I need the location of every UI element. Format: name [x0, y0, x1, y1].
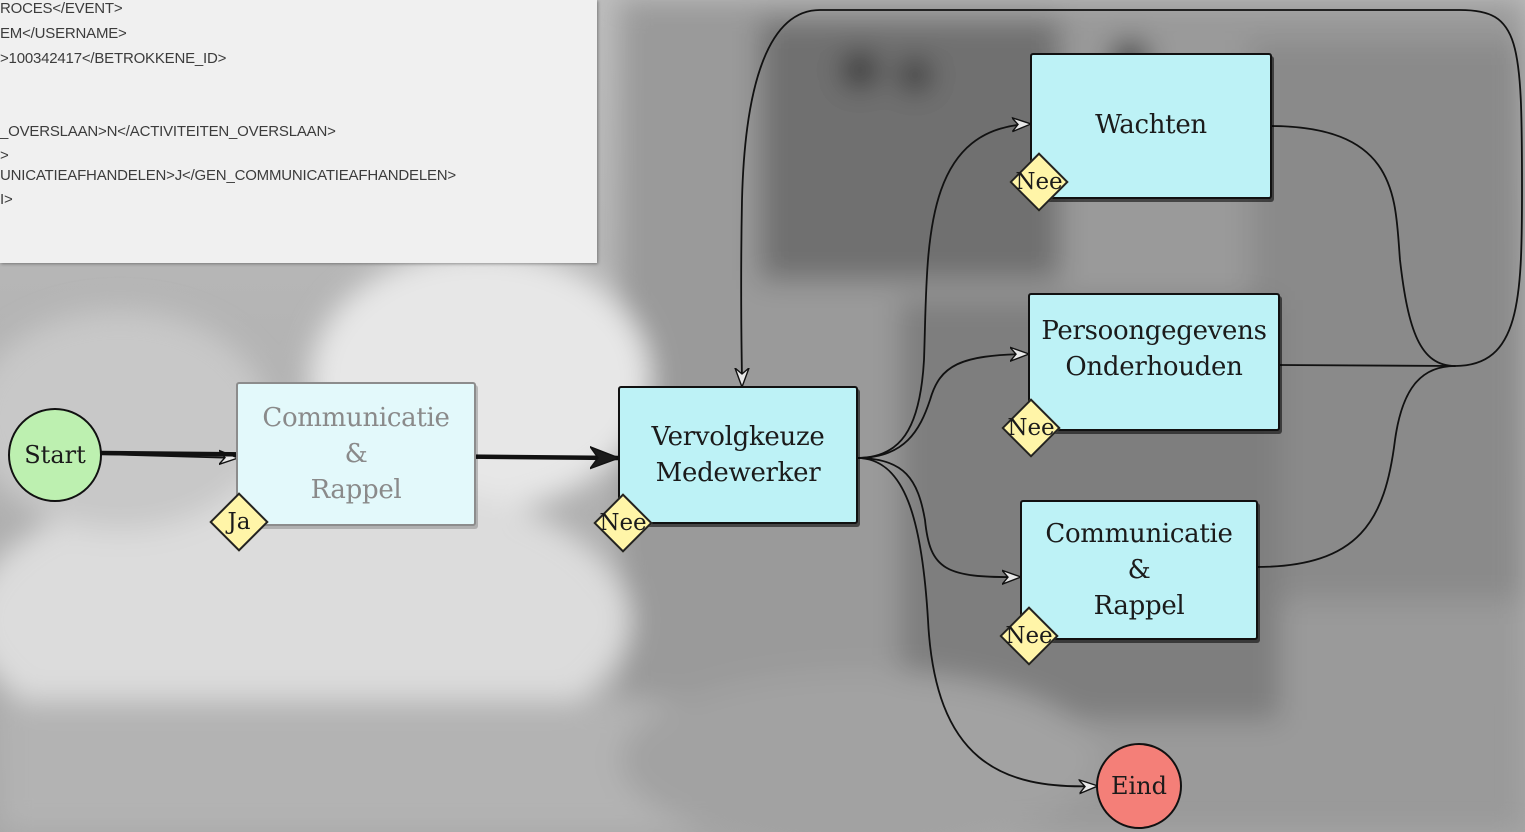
task-label-line: Communicatie — [262, 403, 450, 433]
condition-label: Ja — [227, 509, 251, 535]
condition-label: Nee — [599, 510, 647, 536]
xml-line: _OVERSLAAN>N</ACTIVITEITEN_OVERSLAAN> — [0, 123, 336, 140]
end-node[interactable]: Eind — [1096, 743, 1182, 829]
condition-nee-persoon[interactable]: Nee — [1000, 397, 1062, 459]
task-label-line: & — [1127, 555, 1151, 585]
start-node[interactable]: Start — [8, 408, 102, 502]
task-label-line: Persoongegevens — [1041, 316, 1267, 346]
condition-nee-vervolgkeuze[interactable]: Nee — [592, 492, 654, 554]
xml-line: ROCES</EVENT> — [0, 0, 123, 17]
task-label-line: Rappel — [1093, 591, 1185, 621]
condition-label: Nee — [1005, 623, 1053, 649]
task-communicatie-rappel-faded[interactable]: Communicatie & Rappel — [236, 382, 476, 526]
task-communicatie-rappel[interactable]: Communicatie & Rappel — [1020, 500, 1258, 640]
task-vervolgkeuze-medewerker[interactable]: Vervolgkeuze Medewerker — [618, 386, 858, 524]
edge-to-wachten — [856, 124, 1030, 459]
xml-line: > — [0, 147, 9, 164]
edge-comm-merge — [1255, 365, 1456, 568]
edge-persoon-merge — [1279, 364, 1456, 367]
task-wachten[interactable]: Wachten — [1030, 53, 1272, 199]
condition-label: Nee — [1007, 415, 1055, 441]
edge-to-persoon — [856, 354, 1028, 459]
xml-line: I> — [0, 191, 13, 208]
xml-line: >100342417</BETROKKENE_ID> — [0, 50, 227, 67]
xml-line: EM</USERNAME> — [0, 25, 127, 42]
task-label-line: Medewerker — [655, 458, 821, 488]
task-label-line: Rappel — [310, 475, 402, 505]
task-label-line: Vervolgkeuze — [651, 422, 825, 452]
edge-to-comm — [856, 457, 1020, 577]
edge-to-eind — [856, 457, 1097, 786]
condition-nee-comm[interactable]: Nee — [998, 605, 1060, 667]
condition-nee-wachten[interactable]: Nee — [1008, 151, 1070, 213]
xml-snippet-panel: ROCES</EVENT> EM</USERNAME> >100342417</… — [0, 0, 597, 263]
task-label-line: Communicatie — [1045, 519, 1233, 549]
task-label-line: & — [344, 439, 368, 469]
edge-wachten-merge — [1269, 125, 1456, 367]
start-label: Start — [24, 441, 86, 469]
task-label-line: Wachten — [1095, 110, 1207, 140]
task-persoongegevens-onderhouden[interactable]: Persoongegevens Onderhouden — [1028, 293, 1280, 431]
condition-ja[interactable]: Ja — [208, 491, 270, 553]
xml-line: UNICATIEAFHANDELEN>J</GEN_COMMUNICATIEAF… — [0, 167, 456, 184]
end-label: Eind — [1110, 772, 1167, 800]
condition-label: Nee — [1015, 169, 1063, 195]
task-label-line: Onderhouden — [1065, 352, 1243, 382]
edge-loop-back — [741, 9, 1523, 386]
